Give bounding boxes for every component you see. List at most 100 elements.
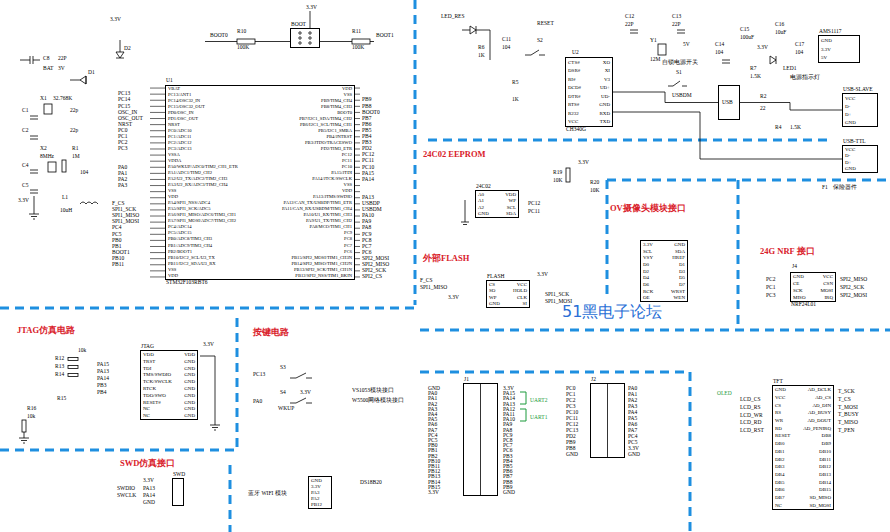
net-label: PA5 — [628, 416, 637, 422]
pin-name: PB7/I2C1_SDA/TIM4_CH2 — [299, 117, 352, 122]
net-label: R5 — [512, 80, 518, 86]
pin-name: WEN — [674, 295, 685, 300]
net-label: C1 — [22, 108, 28, 114]
pin-name: VSS — [344, 183, 352, 188]
resistor-symbol — [68, 358, 78, 361]
net-label: UART2 — [530, 398, 547, 404]
pin-name: PB12/SPI2_NSS/TIM1_BKIN — [295, 274, 352, 279]
net-label: 104 — [795, 50, 803, 56]
usb-connector: USB — [718, 85, 740, 120]
net-label: PA0 — [118, 165, 127, 171]
pin-name: AD_DIN — [812, 403, 831, 408]
net-label: R6 — [478, 45, 484, 51]
part-name: J2 — [591, 377, 596, 383]
net-label: T_CS — [838, 397, 851, 403]
pin-name: PC12 — [342, 153, 352, 158]
ground-symbol — [200, 356, 220, 430]
net-label: PC12 — [528, 201, 540, 207]
pin-name: DB10 — [819, 449, 831, 454]
net-label: PC10 — [362, 165, 374, 171]
pin-name: PC11 — [342, 159, 352, 164]
pin-name: PC6 — [344, 250, 352, 255]
pin-name: PA12/CAN_TX/USBDP/TIM1_ETR — [284, 201, 353, 206]
net-label: 3.3V — [18, 198, 29, 204]
net-label: 1K — [478, 53, 485, 59]
inductor-symbol — [80, 202, 98, 204]
net-label: PC6 — [362, 250, 371, 256]
pin-name: PA6/SPI1_MISO/ADC6/TIM3_CH1 — [168, 213, 236, 218]
part-name: USB-TTL — [843, 139, 866, 145]
net-label: PA0 — [253, 399, 262, 405]
net-label: OLED — [717, 391, 732, 397]
net-label: U1 — [166, 78, 173, 84]
part-name: 24C02 — [476, 184, 491, 190]
net-label: PC2 — [766, 277, 775, 283]
net-label: C17 — [795, 42, 804, 48]
rf-module-header: NRF24L01GNDCESCKMISOVCCCSNMOSIIRQ — [790, 272, 836, 302]
net-label: PC7 — [362, 244, 371, 250]
pin-name: PC10 — [342, 165, 352, 170]
net-label: 保险器件 — [833, 185, 857, 191]
net-label: PA2 — [628, 398, 637, 404]
pin-name: D0 — [643, 262, 649, 267]
net-label: S4 — [280, 390, 286, 396]
pin-name: PA2 — [311, 496, 319, 501]
net-label: R10 — [237, 29, 246, 35]
pin-name: DB11 — [819, 457, 831, 462]
pin-name: SCL — [643, 249, 652, 254]
pin-name: D2 — [643, 269, 649, 274]
eeprom-chip: 24C02A0A1A2GNDVDDWPSCLSDA — [475, 190, 519, 218]
net-label: PB9 — [566, 440, 575, 446]
pin-name: SO — [489, 288, 495, 293]
pin-name: D+ — [845, 160, 851, 165]
pin-name: PA3 — [311, 490, 319, 495]
ground-symbol — [461, 200, 469, 225]
part-name: BOOT — [291, 22, 306, 28]
net-label: PB8 — [566, 446, 575, 452]
net-label: PA8 — [362, 225, 371, 231]
net-label: SWCLK — [117, 493, 136, 499]
lcd-header: TFTGNDVCCCSRSWRRDRESETDB0DB1DB2DB3DB4DB5… — [772, 385, 834, 510]
pin-name: D+ — [845, 112, 851, 117]
pin-name: PB13/SPI2_SCK/TIM1_CH1N — [294, 268, 352, 273]
pin-name: DB14 — [819, 480, 831, 485]
pin-name: SDA — [675, 249, 685, 254]
uart-bracket — [520, 392, 526, 421]
net-label: LCD_WR — [740, 413, 763, 419]
pin-name: HREF — [672, 255, 685, 260]
pin-name: TCK/SWCLK — [143, 379, 172, 384]
net-label: 10uF — [775, 30, 786, 36]
pin-name: AD_DCLK — [808, 387, 831, 392]
pin-name: WR — [775, 418, 783, 423]
pin-name: DCD# — [568, 85, 581, 90]
net-label: PC15 — [118, 104, 130, 110]
pin-name: PB3/JTDO/TRACESWO — [305, 141, 352, 146]
pin-name: PB2/BOOT1 — [168, 250, 192, 255]
pin-name: VSS — [344, 93, 352, 98]
pin-name: DB12 — [819, 464, 831, 469]
net-label: BOOT0 — [362, 110, 380, 116]
net-label: R15 — [57, 396, 66, 402]
pin-name: WRST — [671, 289, 685, 294]
pin-name: RTCK — [143, 386, 156, 391]
pin-name: PC3/ADC13 — [168, 147, 192, 152]
net-label: R12 — [55, 356, 64, 362]
resistor-symbol — [352, 39, 370, 44]
pin-name: MISO — [793, 295, 806, 300]
net-label: 1K — [512, 97, 519, 103]
pin-name: CLK — [517, 295, 527, 300]
part-name: CH340G — [566, 127, 586, 133]
net-label: R4 — [775, 125, 781, 131]
pin-name: TXD — [600, 119, 610, 124]
capacitor-symbol — [20, 56, 40, 64]
pin-name: PB5/I2C1_SMBA — [318, 129, 352, 134]
pin-name: CSN — [823, 281, 833, 286]
net-label: SPI2_SCK — [840, 285, 864, 291]
pin-name: PC8 — [344, 237, 352, 242]
net-label: PB3 — [362, 140, 371, 146]
net-label: VS1053模块接口 — [352, 388, 394, 394]
net-label: PB6 — [362, 122, 371, 128]
net-label: T_BUSY — [838, 412, 859, 418]
net-label: T_MOSI — [838, 405, 858, 411]
net-label: PA6 — [628, 422, 637, 428]
